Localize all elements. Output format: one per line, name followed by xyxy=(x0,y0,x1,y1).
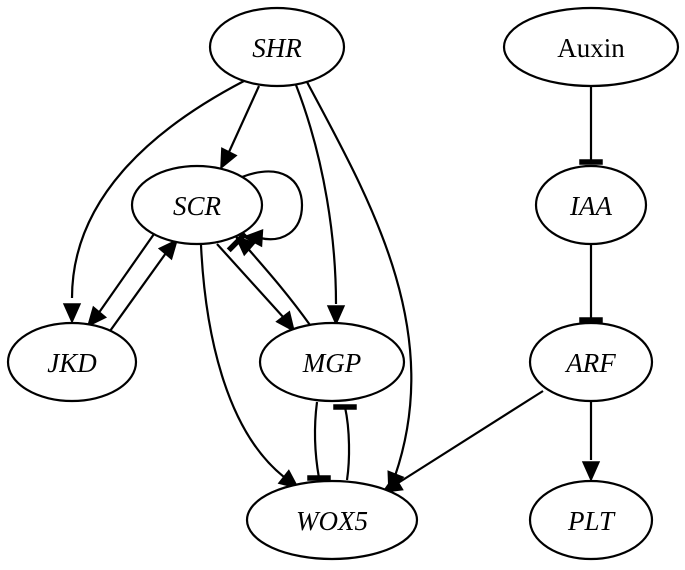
arrowhead-shr-to-jkd xyxy=(62,303,82,324)
arrowhead-jkd-to-scr xyxy=(157,238,179,261)
inhibition-bar-wox5-to-mgp xyxy=(333,404,357,410)
node-label-scr: SCR xyxy=(173,191,222,221)
edges xyxy=(62,80,603,493)
edge-line-shr-to-mgp xyxy=(294,84,338,305)
node-auxin: Auxin xyxy=(502,6,680,88)
node-jkd: JKD xyxy=(6,321,138,403)
edge-wox5-to-mgp xyxy=(333,404,357,481)
node-wox5: WOX5 xyxy=(245,479,419,561)
edge-shr-to-wox5 xyxy=(306,81,413,493)
edge-line-shr-to-wox5 xyxy=(306,81,413,477)
inhibition-bar-mgp-to-wox5 xyxy=(307,475,331,481)
node-label-auxin: Auxin xyxy=(557,33,625,63)
node-ellipse-shr xyxy=(208,6,346,88)
edge-jkd-to-scr xyxy=(109,238,179,332)
edge-line-shr-to-scr xyxy=(227,85,261,153)
edge-scr-to-mgp xyxy=(216,243,296,333)
edge-line-mgp-to-wox5 xyxy=(313,401,321,479)
node-label-arf: ARF xyxy=(564,348,616,378)
node-ellipse-mgp xyxy=(258,321,406,403)
arrowhead-arf-to-wox5 xyxy=(381,474,404,493)
node-mgp: MGP xyxy=(258,321,406,403)
node-label-mgp: MGP xyxy=(302,348,361,378)
node-ellipse-arf xyxy=(528,321,654,403)
node-ellipse-scr xyxy=(130,164,264,246)
edge-shr-to-jkd xyxy=(62,80,245,324)
node-shr: SHR xyxy=(208,6,346,88)
edge-line-mgp-to-scr xyxy=(243,243,311,326)
edge-shr-to-scr xyxy=(220,85,261,170)
node-label-plt: PLT xyxy=(567,506,616,536)
edge-line-wox5-to-mgp xyxy=(343,406,351,481)
node-ellipse-iaa xyxy=(534,164,648,246)
arrowhead-shr-to-scr xyxy=(220,147,238,170)
inhibition-bar-iaa-to-arf xyxy=(579,317,603,323)
arrowhead-scr-to-mgp xyxy=(275,310,296,333)
node-ellipse-wox5 xyxy=(245,479,419,561)
edge-line-shr-to-jkd xyxy=(70,80,245,299)
arrowhead-shr-to-mgp xyxy=(326,305,346,326)
edge-line-jkd-to-scr xyxy=(109,252,167,332)
arrowhead-scr-to-jkd xyxy=(86,305,108,328)
node-label-iaa: IAA xyxy=(569,191,612,221)
edge-scr-to-jkd xyxy=(86,233,155,328)
edge-arf-to-plt xyxy=(581,401,601,482)
edge-auxin-to-iaa xyxy=(579,87,603,165)
edge-line-scr-to-jkd xyxy=(97,233,155,315)
edge-iaa-to-arf xyxy=(579,244,603,323)
node-label-jkd: JKD xyxy=(47,348,97,378)
arrowhead-arf-to-plt xyxy=(581,461,601,482)
inhibition-bar-auxin-to-iaa xyxy=(579,159,603,165)
node-iaa: IAA xyxy=(534,164,648,246)
edge-mgp-to-scr xyxy=(234,235,311,326)
node-plt: PLT xyxy=(528,479,654,561)
inhibition-bar-extra-0 xyxy=(226,231,248,253)
node-ellipse-jkd xyxy=(6,321,138,403)
node-label-wox5: WOX5 xyxy=(296,506,368,536)
node-ellipse-plt xyxy=(528,479,654,561)
node-ellipse-auxin xyxy=(502,6,680,88)
edge-line-scr-to-scr xyxy=(241,170,304,241)
edge-arf-to-wox5 xyxy=(381,390,544,493)
edge-line-arf-to-wox5 xyxy=(397,390,544,484)
node-scr: SCR xyxy=(130,164,264,246)
edge-mgp-to-wox5 xyxy=(307,401,331,481)
node-label-shr: SHR xyxy=(252,33,302,63)
edge-line-scr-to-wox5 xyxy=(199,244,285,478)
node-arf: ARF xyxy=(528,321,654,403)
edge-shr-to-mgp xyxy=(294,84,346,326)
edge-line-scr-to-mgp xyxy=(216,243,285,319)
